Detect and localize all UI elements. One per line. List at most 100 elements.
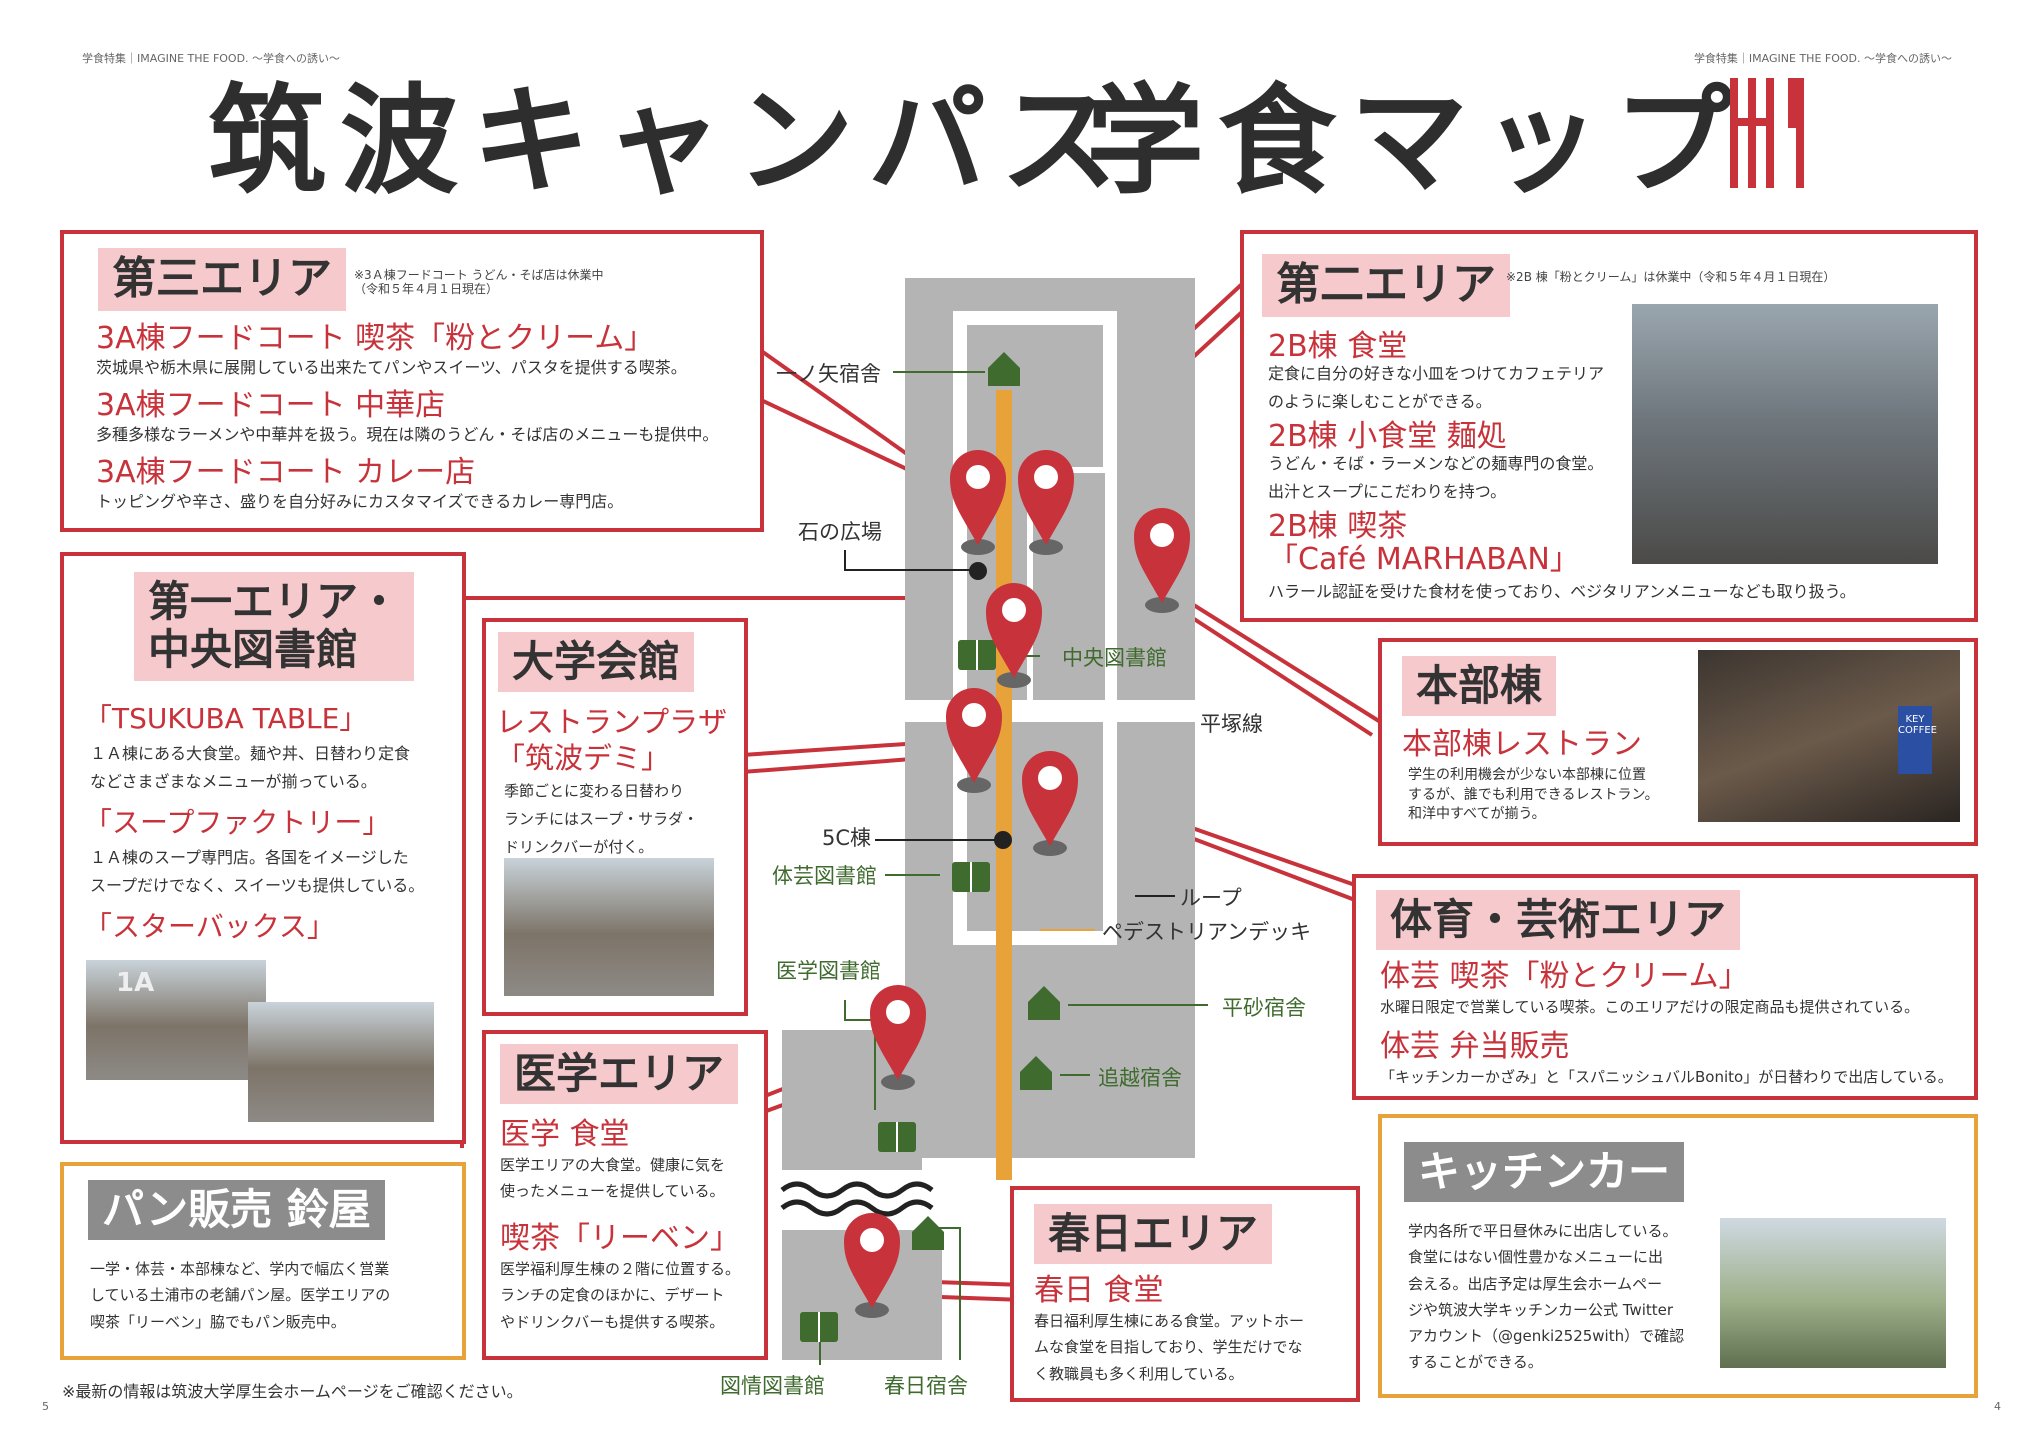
area3-item1-name: 3A棟フードコート 喫茶「粉とクリーム」 xyxy=(96,321,655,356)
kasuga-desc: 春日福利厚生棟にある食堂。アットホー ムな食堂を目指しており、学生だけでな く教… xyxy=(1034,1312,1305,1383)
label-hirasuna: 平砂宿舎 xyxy=(1222,996,1306,1020)
area3-item1-desc: 茨城県や栃木県に展開している出来たてパンやスイーツ、パスタを提供する喫茶。 xyxy=(96,358,687,377)
kitchen-photo xyxy=(1720,1218,1946,1368)
label-hiratsuka: 平塚線 xyxy=(1200,712,1263,736)
kitchen-tag: キッチンカー xyxy=(1404,1142,1685,1203)
page-number-right: 4 xyxy=(1994,1400,2001,1413)
pin-area3 xyxy=(950,450,1006,555)
house-icon-oikoshi xyxy=(1020,1056,1052,1090)
area2-tag: 第二エリア xyxy=(1262,254,1510,317)
title-part1: 筑波キャンパス xyxy=(208,72,1133,210)
footer-note: ※最新の情報は筑波大学厚生会ホームページをご確認ください。 xyxy=(62,1382,523,1401)
house-icon-ichinoya xyxy=(988,352,1020,386)
panel-pan: パン販売 鈴屋 一学・体芸・本部棟など、学内で幅広く営業 している土浦市の老舗パ… xyxy=(60,1162,466,1360)
label-ichinoya: 一ノ矢宿舎 xyxy=(776,362,881,386)
area1-photo-1a: 1A xyxy=(86,960,266,1080)
panel-kaikan: 大学会館 レストランプラザ 「筑波デミ」 季節ごとに変わる日替わり ランチにはス… xyxy=(482,618,748,1016)
taigei-tag: 体育・芸術エリア xyxy=(1376,890,1741,951)
area2-note: ※2B 棟「粉とクリーム」は休業中（令和５年４月１日現在） xyxy=(1506,270,1836,284)
title-part2: 学食マップ xyxy=(1086,72,1747,210)
area2-item3-name: 2B棟 喫茶 「Café MARHABAN」 xyxy=(1268,509,1580,577)
honbu-tag: 本部棟 xyxy=(1402,656,1557,717)
pin-area2a xyxy=(1018,450,1074,555)
kaikan-desc: 季節ごとに変わる日替わり ランチにはスープ・サラダ・ ドリンクバーが付く。 xyxy=(504,782,699,856)
header-right: 学食特集｜IMAGINE THE FOOD. 〜学食への誘い〜 xyxy=(1693,52,1952,65)
panel-kasuga: 春日エリア 春日 食堂 春日福利厚生棟にある食堂。アットホー ムな食堂を目指して… xyxy=(1010,1186,1360,1402)
area2-item2-desc: うどん・そば・ラーメンなどの麺専門の食堂。 出汁とスープにこだわりを持つ。 xyxy=(1268,454,1604,501)
pin-igaku xyxy=(870,985,926,1090)
igaku-item1-desc: 医学エリアの大食堂。健康に気を 使ったメニューを提供している。 xyxy=(500,1156,726,1201)
igaku-tag: 医学エリア xyxy=(500,1044,739,1105)
igaku-item1-name: 医学 食堂 xyxy=(500,1117,630,1152)
taigei-item1-desc: 水曜日限定で営業している喫茶。このエリアだけの限定商品も提供されている。 xyxy=(1380,998,1920,1016)
panel-honbu: 本部棟 本部棟レストラン 学生の利用機会が少ない本部棟に位置 するが、誰でも利用… xyxy=(1378,638,1978,846)
panel-area2: 第二エリア ※2B 棟「粉とクリーム」は休業中（令和５年４月１日現在） 2B棟 … xyxy=(1240,230,1978,622)
area2-item3-desc: ハラール認証を受けた食材を使っており、ベジタリアンメニューなども取り扱う。 xyxy=(1268,582,1856,601)
fork-knife-icon xyxy=(1730,78,1804,188)
honbu-photo: KEY COFFEE xyxy=(1698,650,1960,822)
house-icon-kasuga xyxy=(912,1216,944,1250)
pin-kasuga xyxy=(844,1213,900,1318)
kasuga-name: 春日 食堂 xyxy=(1034,1273,1164,1308)
honbu-photo-sign: KEY COFFEE xyxy=(1898,706,1937,774)
area2-photo xyxy=(1632,304,1938,564)
igaku-item2-desc: 医学福利厚生棟の２階に位置する。 ランチの定食のほかに、デザート やドリンクバー… xyxy=(500,1260,741,1331)
area3-item2-name: 3A棟フードコート 中華店 xyxy=(96,388,446,423)
area3-item3-desc: トッピングや辛さ、盛りを自分好みにカスタマイズできるカレー専門店。 xyxy=(96,492,624,511)
honbu-name: 本部棟レストラン xyxy=(1402,727,1642,762)
taigei-item2-name: 体芸 弁当販売 xyxy=(1380,1029,1570,1064)
connector-honbu xyxy=(1163,585,1392,730)
label-kasuga-dorm: 春日宿舎 xyxy=(884,1374,968,1398)
house-icon-hirasuna xyxy=(1028,986,1060,1020)
kasuga-tag: 春日エリア xyxy=(1034,1204,1273,1265)
panel-area3: 第三エリア ※3Ａ棟フードコート うどん・そば店は休業中 （令和５年４月１日現在… xyxy=(60,230,764,532)
igaku-item2-name: 喫茶「リーベン」 xyxy=(500,1221,740,1256)
kitchen-desc: 学内各所で平日昼休みに出店している。 食堂にはない個性豊かなメニューに出 会える… xyxy=(1408,1222,1685,1372)
pin-taigei xyxy=(1022,751,1078,856)
pin-area1 xyxy=(986,583,1042,688)
area1-item2-name: 「スープファクトリー」 xyxy=(84,806,391,839)
area3-note: ※3Ａ棟フードコート うどん・そば店は休業中 （令和５年４月１日現在） xyxy=(354,268,604,297)
panel-area1: 第一エリア・ 中央図書館 「TSUKUBA TABLE」 １Ａ棟にある大食堂。麺… xyxy=(60,552,466,1144)
page-number-left: 5 xyxy=(42,1400,49,1413)
pan-tag: パン販売 鈴屋 xyxy=(88,1180,385,1241)
label-ishinohiroba: 石の広場 xyxy=(798,520,882,544)
pin-kaikan xyxy=(946,688,1002,793)
taigei-item1-name: 体芸 喫茶「粉とクリーム」 xyxy=(1380,959,1749,994)
area1-photo-starbucks xyxy=(248,1002,434,1122)
label-igaku-lib: 医学図書館 xyxy=(776,959,881,983)
connector-honbu-b xyxy=(1163,598,1374,737)
river xyxy=(780,1181,934,1217)
kaikan-tag: 大学会館 xyxy=(498,632,695,693)
pan-desc: 一学・体芸・本部棟など、学内で幅広く営業 している土浦市の老舗パン屋。医学エリア… xyxy=(90,1260,391,1331)
area1-item1-desc: １Ａ棟にある大食堂。麺や丼、日替わり定食 などさまざまなメニューが揃っている。 xyxy=(90,744,411,791)
label-5c: 5C棟 xyxy=(822,826,872,850)
area3-item3-name: 3A棟フードコート カレー店 xyxy=(96,455,476,490)
area3-tag: 第三エリア xyxy=(98,248,346,311)
area3-item2-desc: 多種多様なラーメンや中華丼を扱う。現在は隣のうどん・そば店のメニューも提供中。 xyxy=(96,425,719,444)
area2-item1-desc: 定食に自分の好きな小皿をつけてカフェテリア のように楽しむことができる。 xyxy=(1268,364,1605,411)
taigei-item2-desc: 「キッチンカーかざみ」と「スパニッシュバルBonito」が日替わりで出店している… xyxy=(1380,1068,1953,1086)
kaikan-photo xyxy=(504,858,714,996)
honbu-desc: 学生の利用機会が少ない本部棟に位置 するが、誰でも利用できるレストラン。 和洋中… xyxy=(1408,767,1659,823)
area1-item2-desc: １Ａ棟のスープ専門店。各国をイメージした スープだけでなく、スイーツも提供してい… xyxy=(90,848,425,895)
area2-item2-name: 2B棟 小食堂 麺処 xyxy=(1268,419,1507,454)
area1-tag: 第一エリア・ 中央図書館 xyxy=(134,572,415,681)
area1-item1-name: 「TSUKUBA TABLE」 xyxy=(84,702,368,735)
header-left: 学食特集｜IMAGINE THE FOOD. 〜学食への誘い〜 xyxy=(82,52,341,65)
panel-taigei: 体育・芸術エリア 体芸 喫茶「粉とクリーム」 水曜日限定で営業している喫茶。この… xyxy=(1352,874,1978,1100)
pin-area2b xyxy=(1134,508,1190,613)
label-tojo-lib: 図情図書館 xyxy=(720,1374,825,1398)
area2-item1-name: 2B棟 食堂 xyxy=(1268,329,1408,364)
area1-photo-sign: 1A xyxy=(116,968,155,998)
label-loop: ループ xyxy=(1180,886,1242,910)
area1-item3-name: 「スターバックス」 xyxy=(84,910,335,943)
kaikan-name: レストランプラザ 「筑波デミ」 xyxy=(496,705,728,776)
label-taigei-lib: 体芸図書館 xyxy=(772,864,877,888)
label-oikoshi: 追越宿舎 xyxy=(1098,1066,1182,1090)
panel-kitchen: キッチンカー 学内各所で平日昼休みに出店している。 食堂にはない個性豊かなメニュ… xyxy=(1378,1114,1978,1398)
label-pedestrian: ペデストリアンデッキ xyxy=(1102,920,1312,944)
panel-igaku: 医学エリア 医学 食堂 医学エリアの大食堂。健康に気を 使ったメニューを提供して… xyxy=(482,1030,768,1360)
label-chuo-lib: 中央図書館 xyxy=(1062,646,1167,670)
